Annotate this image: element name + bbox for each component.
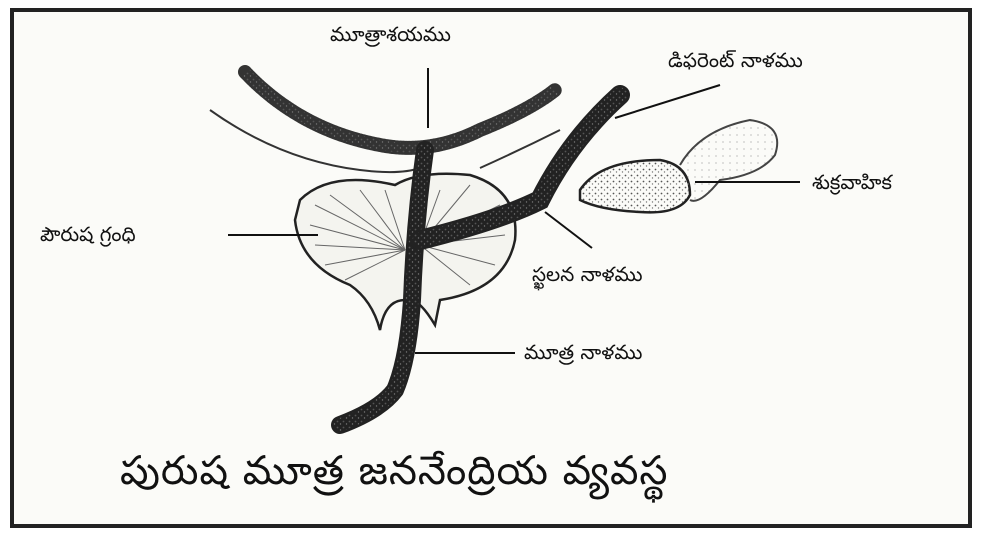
label-vas-deferens: డిఫరెంట్ నాళము [668,48,803,77]
seminal-vesicle-shape [580,160,690,212]
label-ejaculatory-duct: స్ఖలన నాళము [532,262,643,291]
label-urethra: మూత్ర నాళము [524,340,642,369]
seminal-vesicle-outer [680,120,777,201]
label-bladder: మూత్రాశయము [330,22,451,51]
label-seminal-vesicle: శుక్రవాహిక [812,170,892,199]
label-prostate: పౌరుష గ్రంధి [40,222,136,251]
diagram-caption: పురుష మూత్ర జననేంద్రియ వ్యవస్థ [120,448,669,504]
